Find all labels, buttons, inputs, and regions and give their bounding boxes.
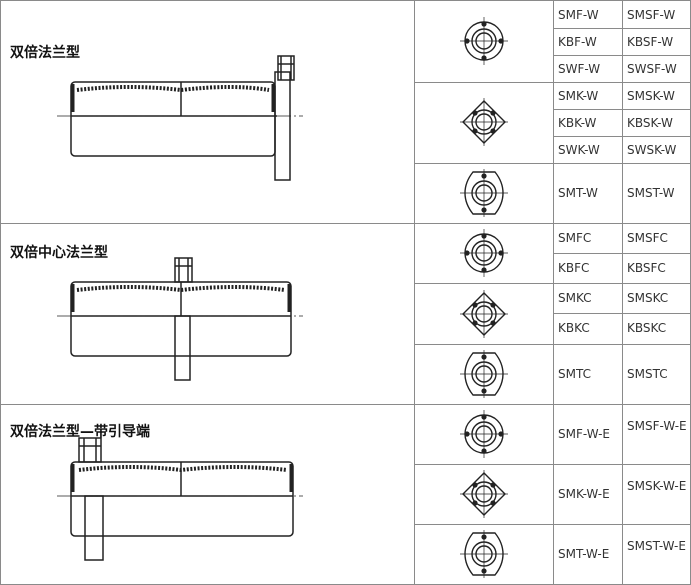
product-code: SMF-W-E [558,427,611,441]
product-code: SMKC [558,291,592,305]
two-bolt-flange-icon [460,169,508,217]
product-code: SMSF-W [627,8,676,22]
product-code: KBKC [558,321,590,335]
product-code: SMST-W-E [627,539,686,553]
product-code: SMSKC [627,291,669,305]
product-code: SMSFC [627,231,668,245]
product-code: SMT-W [558,186,598,200]
product-code: SMST-W [627,186,675,200]
round-flange-icon [460,229,508,277]
section-title: 双倍法兰型 [10,45,80,61]
section-title: 双倍法兰型—带引导端 [10,424,150,440]
square-flange-icon [460,470,508,518]
product-code: SMSF-W-E [627,419,687,433]
product-code: SWF-W [558,62,601,76]
product-code: SWK-W [558,143,600,157]
round-flange-icon [460,410,508,458]
two-bolt-flange-icon [460,350,508,398]
product-code: SMSTC [627,367,668,381]
product-code: SMFC [558,231,592,245]
round-flange-icon [460,17,508,65]
product-code: SMSK-W-E [627,479,687,493]
square-flange-icon [460,98,508,146]
square-flange-icon [460,290,508,338]
product-code: KBF-W [558,35,597,49]
product-code: KBSFC [627,261,666,275]
pilot-flange-bearing-drawing [57,437,303,561]
product-code: KBSF-W [627,35,674,49]
product-code: KBK-W [558,116,597,130]
center-flange-bearing-drawing [57,257,303,381]
product-code: SMSK-W [627,89,675,103]
product-code: SMTC [558,367,591,381]
product-code: SMT-W-E [558,547,610,561]
product-code: SMK-W [558,89,599,103]
product-code: SMF-W [558,8,599,22]
double-flange-bearing-drawing [57,55,303,181]
section-title: 双倍中心法兰型 [10,245,108,261]
product-code: KBSKC [627,321,667,335]
product-code: KBSK-W [627,116,673,130]
product-code: SWSF-W [627,62,677,76]
product-code: SWSK-W [627,143,677,157]
product-code: SMK-W-E [558,487,610,501]
product-code: KBFC [558,261,590,275]
two-bolt-flange-icon [460,530,508,578]
